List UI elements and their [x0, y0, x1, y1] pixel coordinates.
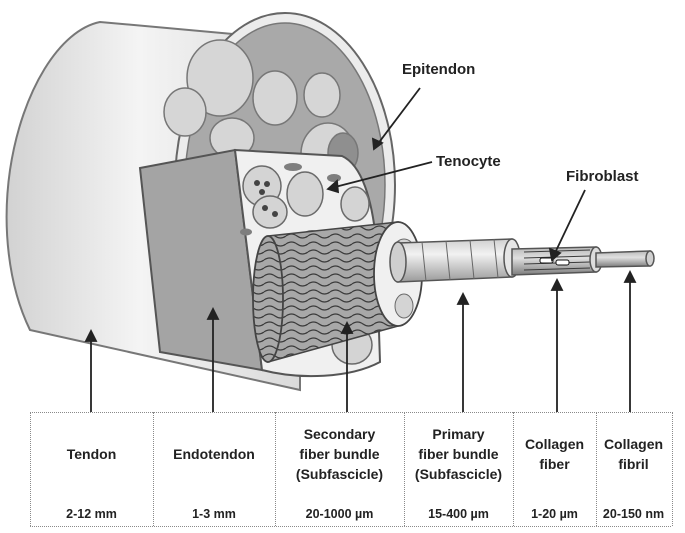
column-size: 20-150 nm [602, 507, 665, 521]
arrow-epitendon [376, 87, 421, 146]
pointer-arrows [84, 87, 637, 412]
fascicle [252, 70, 298, 126]
column-size: 2-12 mm [66, 507, 117, 521]
column-name: Tendon [66, 446, 117, 462]
column-divider [30, 412, 31, 526]
column-divider [404, 412, 405, 526]
fibroblast-cell [555, 259, 570, 266]
tenocyte-label: Tenocyte [436, 153, 501, 170]
column-divider [596, 412, 673, 526]
column-size: 15-400 µm [428, 507, 489, 521]
column-name: Collagen fibril [603, 436, 664, 472]
collagen-fiber-segment [511, 246, 603, 276]
column-size: 20-1000 µm [305, 507, 374, 521]
column-collagen-fiber: Collagen fiber 1-20 µm [513, 414, 596, 524]
collagen-fibril-segment [595, 250, 655, 268]
column-endotendon: Endotendon 1-3 mm [153, 414, 275, 524]
fibroblast-cell [539, 257, 554, 264]
column-name: Secondary fiber bundle (Subfascicle) [295, 426, 384, 482]
column-name: Endotendon [173, 446, 255, 462]
column-name: Collagen fiber [524, 436, 585, 472]
column-tendon: Tendon 2-12 mm [30, 414, 153, 524]
column-collagen-fibril: Collagen fibril 20-150 nm [596, 414, 671, 524]
column-size: 1-3 mm [192, 507, 236, 521]
fascicle [303, 72, 341, 118]
column-divider [513, 412, 514, 526]
arrow-tenocyte [334, 161, 433, 188]
epitendon-label: Epitendon [402, 61, 475, 78]
column-divider [275, 412, 276, 526]
fibroblast-label: Fibroblast [566, 168, 639, 185]
table-top-border [30, 412, 671, 413]
column-secondary-fiber-bundle: Secondary fiber bundle (Subfascicle) 20-… [275, 414, 404, 524]
table-bottom-border [30, 526, 671, 527]
primary-fiber-bundle [389, 238, 521, 283]
fascicle [163, 87, 207, 137]
column-size: 1-20 µm [531, 507, 578, 521]
column-divider [153, 412, 154, 526]
arrow-fibroblast [553, 189, 586, 256]
column-primary-fiber-bundle: Primary fiber bundle (Subfascicle) 15-40… [404, 414, 513, 524]
column-name: Primary fiber bundle (Subfascicle) [414, 426, 503, 482]
fascicle [186, 39, 254, 117]
secondary-fiber-bundle [252, 221, 423, 363]
